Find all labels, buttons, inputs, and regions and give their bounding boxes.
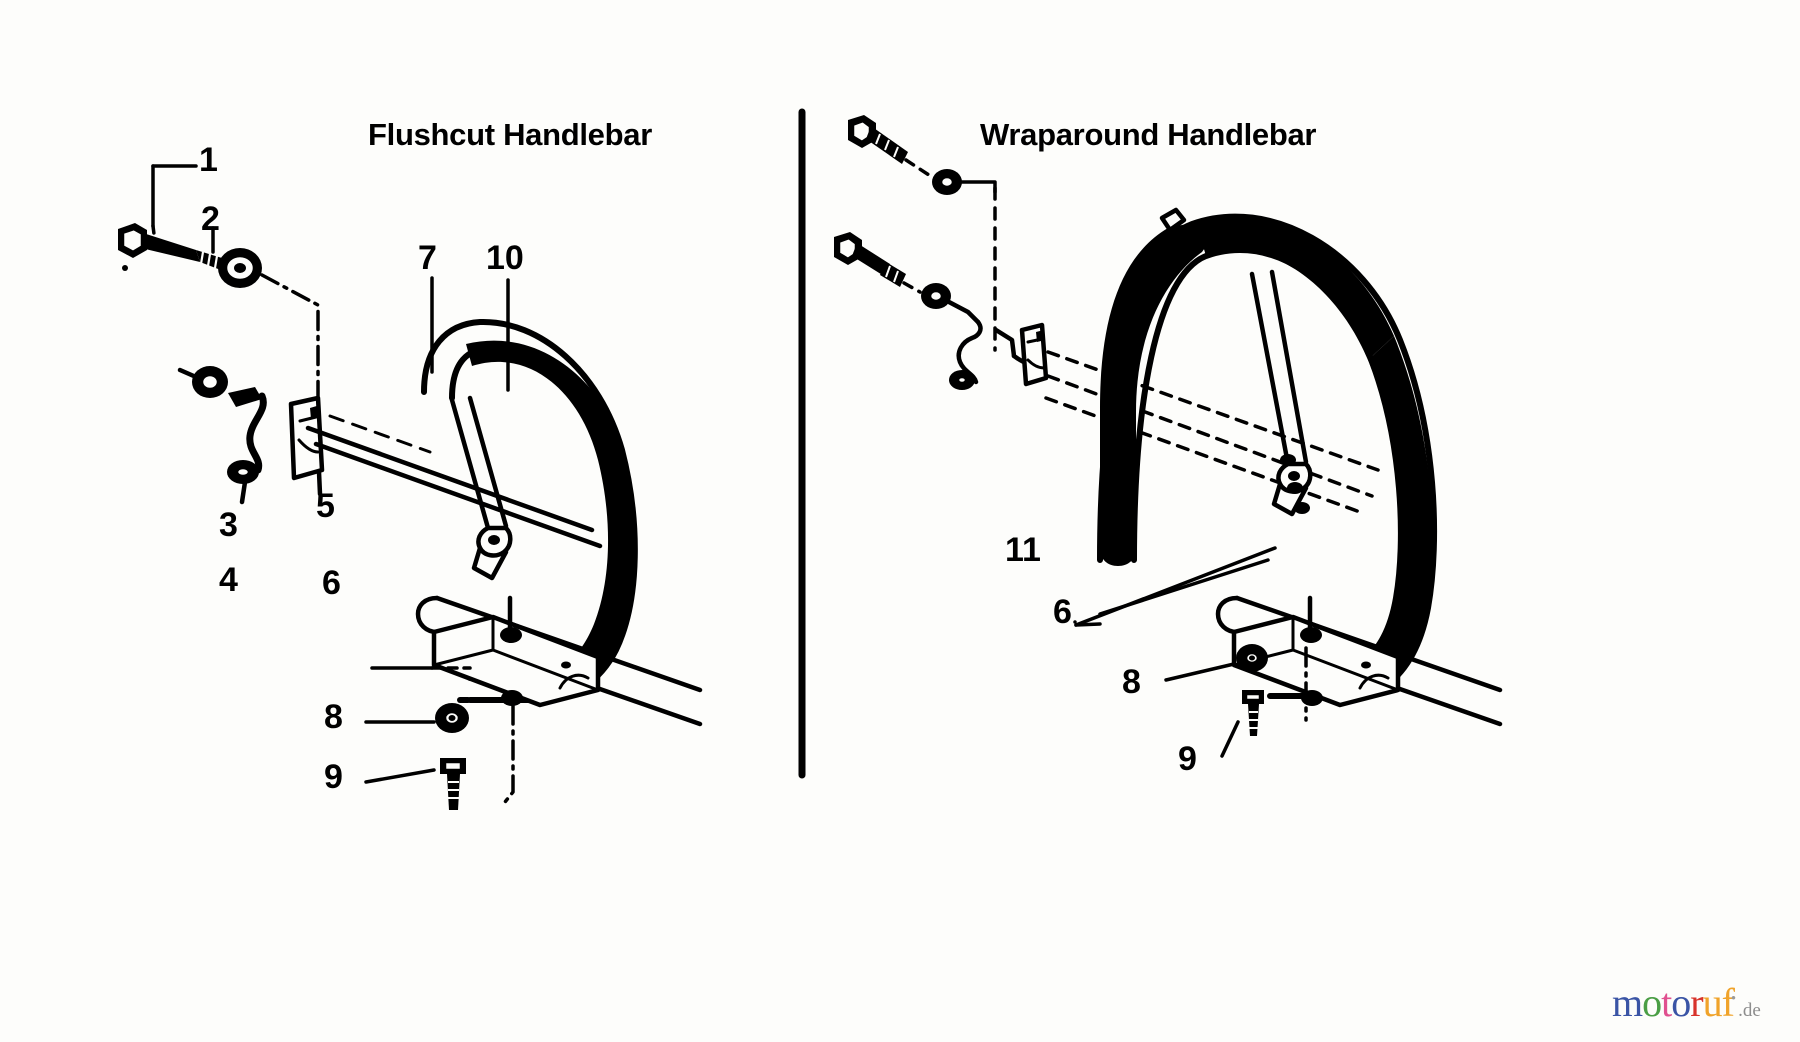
centerline-upper — [260, 273, 320, 422]
handlebar-brace — [449, 395, 513, 581]
watermark-letters: motoruf — [1612, 980, 1735, 1025]
callout-7: 7 — [418, 239, 437, 277]
callout-9-right: 9 — [1178, 740, 1197, 778]
callout-6-left: 6 — [322, 564, 341, 602]
part-bolt-9-right — [1242, 690, 1264, 736]
part-clamp-6 — [431, 595, 601, 708]
part-nut-2 — [218, 248, 262, 288]
panel-title-flushcut: Flushcut Handlebar — [368, 117, 652, 152]
leader-8-right — [1164, 662, 1236, 682]
leader-6-right — [1098, 558, 1270, 616]
callout-1: 1 — [199, 141, 218, 179]
handlebar-rods — [305, 414, 603, 549]
watermark-letter: u — [1702, 980, 1723, 1025]
callout-11: 11 — [1005, 531, 1041, 569]
centerline-lower-left — [503, 704, 515, 804]
watermark-motoruf: motoruf•.de — [1612, 983, 1761, 1023]
part-hex-bolt-1 — [118, 223, 260, 280]
callout-9-left: 9 — [324, 758, 343, 796]
leader-9-right — [1220, 720, 1240, 758]
callout-5: 5 — [316, 487, 335, 525]
part-washer-3 — [177, 366, 228, 398]
part-washer-8-left — [435, 703, 469, 733]
callout-6-right: 6 — [1053, 593, 1072, 631]
part-throttle-linkage — [946, 299, 1049, 390]
callout-3: 3 — [219, 506, 238, 544]
watermark-letter: o — [1671, 980, 1691, 1025]
watermark-letter: m — [1612, 980, 1643, 1025]
part-washer-upper-right — [932, 169, 962, 195]
callout-10: 10 — [486, 239, 524, 277]
part-mount-plate-5 — [288, 395, 325, 497]
watermark-suffix: .de — [1738, 1000, 1761, 1021]
handlebar-loop-wraparound — [1097, 207, 1503, 727]
watermark-letter: t — [1661, 980, 1672, 1025]
leader-1 — [151, 164, 198, 252]
part-bolt-mid-right — [834, 232, 922, 294]
part-bolt-upper-right — [848, 115, 934, 179]
callout-8-right: 8 — [1122, 663, 1141, 701]
panel-title-wraparound: Wraparound Handlebar — [980, 117, 1317, 152]
callout-4: 4 — [219, 561, 238, 599]
handlebar-brace-right — [1249, 269, 1313, 517]
watermark-letter: o — [1642, 980, 1662, 1025]
watermark-dot: • — [1730, 991, 1736, 1007]
part-washer-mid-right — [921, 283, 951, 309]
callout-8-left: 8 — [324, 698, 343, 736]
linkage-dash-leaders — [1044, 350, 1380, 514]
watermark-letter: f — [1721, 980, 1735, 1025]
part-spring-clip-4 — [227, 387, 267, 505]
part-bolt-9-left — [440, 758, 466, 810]
callout-2: 2 — [201, 200, 220, 238]
watermark-letter: r — [1690, 980, 1703, 1025]
leader-9-left — [364, 768, 436, 784]
part-washer-8-right — [1236, 644, 1268, 672]
